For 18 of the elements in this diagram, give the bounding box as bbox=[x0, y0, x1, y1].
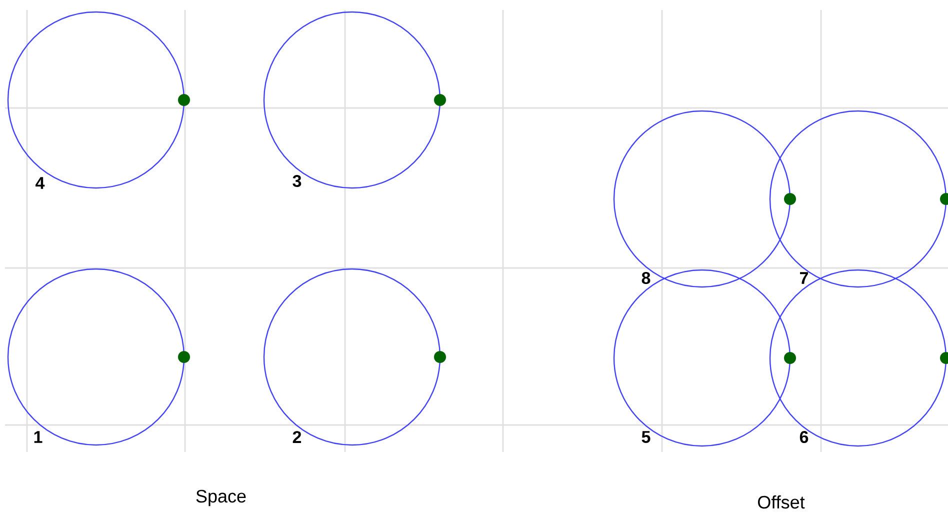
circle bbox=[7, 268, 185, 446]
circle bbox=[7, 11, 185, 189]
circle-number: 4 bbox=[36, 177, 45, 189]
panel-caption: Space bbox=[196, 490, 246, 506]
circle-number: 7 bbox=[800, 272, 808, 284]
circle bbox=[263, 268, 441, 446]
panel-caption: Offset bbox=[758, 495, 805, 509]
circle-number: 8 bbox=[642, 272, 650, 284]
circle-number: 3 bbox=[292, 174, 302, 188]
circle-number: 2 bbox=[292, 431, 302, 443]
circle bbox=[769, 269, 947, 447]
circle-number: 6 bbox=[800, 430, 808, 444]
circle-number: 5 bbox=[642, 431, 650, 443]
circle bbox=[263, 11, 441, 189]
circle-number: 1 bbox=[34, 431, 42, 443]
circle bbox=[769, 110, 947, 288]
circle bbox=[613, 110, 791, 288]
circle bbox=[613, 269, 791, 447]
